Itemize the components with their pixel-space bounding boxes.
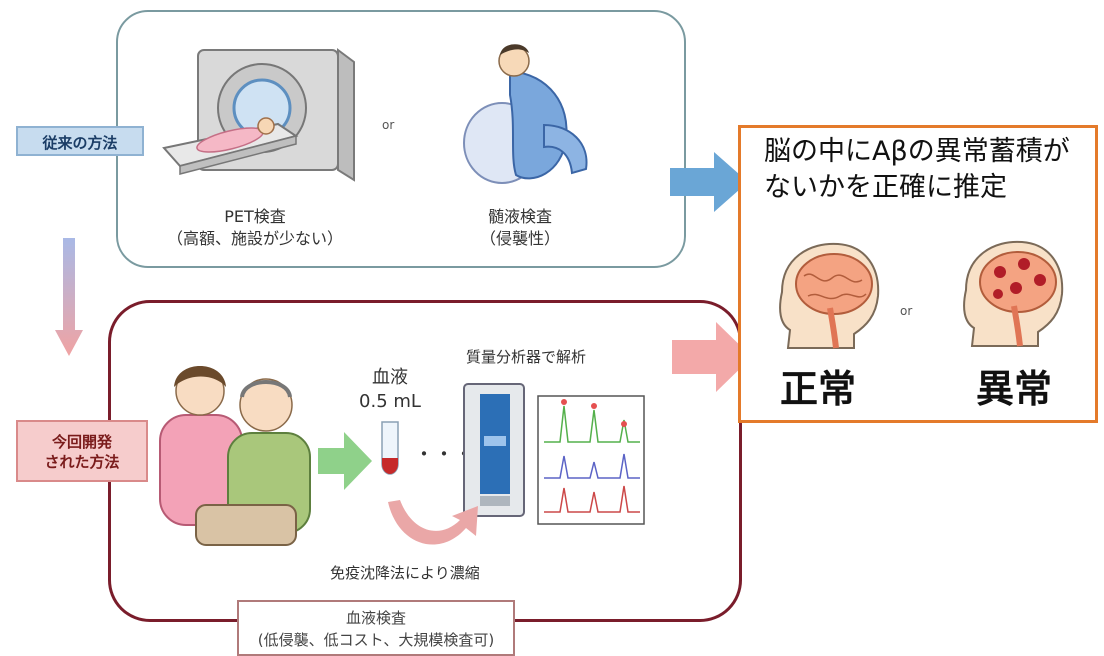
- spectra-illustration: [537, 395, 645, 525]
- mass-spec-label: 質量分析器で解析: [466, 348, 587, 366]
- blood-test-title: 血液検査: [345, 609, 406, 627]
- pet-title: PET検査: [224, 207, 286, 226]
- result-headline: 脳の中にAβの異常蓄積が ないかを正確に推定: [764, 134, 1070, 206]
- blood-label: 血液: [372, 367, 408, 388]
- blood-test-note: (低侵襲、低コスト、大規模検査可): [257, 631, 495, 649]
- normal-label: 正常: [780, 367, 857, 411]
- or-text-top: or: [382, 118, 395, 132]
- csf-caption: 髄液検査 （侵襲性）: [460, 206, 580, 250]
- new-method-to-result-arrow: [672, 322, 752, 392]
- blood-test-summary: 血液検査 (低侵襲、低コスト、大規模検査可): [237, 600, 515, 656]
- abnormal-brain-illustration: [963, 240, 1064, 347]
- conventional-to-result-arrow: [670, 152, 748, 212]
- pet-scanner-illustration: [162, 48, 355, 182]
- normal-brain-illustration: [779, 242, 880, 349]
- spinal-tap-illustration: [463, 44, 588, 184]
- pet-caption: PET検査 （高額、施設が少ない）: [140, 206, 370, 250]
- new-method-label: 今回開発 された方法: [16, 420, 148, 482]
- blood-sample-text: 血液 0.5 mL: [348, 366, 432, 414]
- down-arrow: [55, 238, 83, 356]
- test-tube-icon: [381, 421, 399, 475]
- process-arrow: [318, 432, 372, 490]
- immuno-label: 免疫沈降法により濃縮: [330, 564, 480, 582]
- result-headline-line2: ないかを正確に推定: [764, 172, 1007, 203]
- csf-title: 髄液検査: [487, 207, 552, 226]
- result-headline-line1: 脳の中にAβの異常蓄積が: [764, 136, 1070, 167]
- pet-note: （高額、施設が少ない）: [166, 229, 343, 248]
- immuno-concentration-arrow: [388, 500, 478, 545]
- mass-spectrometer-illustration: [463, 383, 525, 517]
- blood-volume: 0.5 mL: [359, 391, 421, 412]
- csf-note: （侵襲性）: [479, 229, 560, 248]
- nurse-patient-illustration: [159, 366, 311, 546]
- or-text-result: or: [900, 304, 913, 318]
- abnormal-label: 異常: [976, 367, 1053, 411]
- conventional-method-label: 従来の方法: [16, 126, 144, 156]
